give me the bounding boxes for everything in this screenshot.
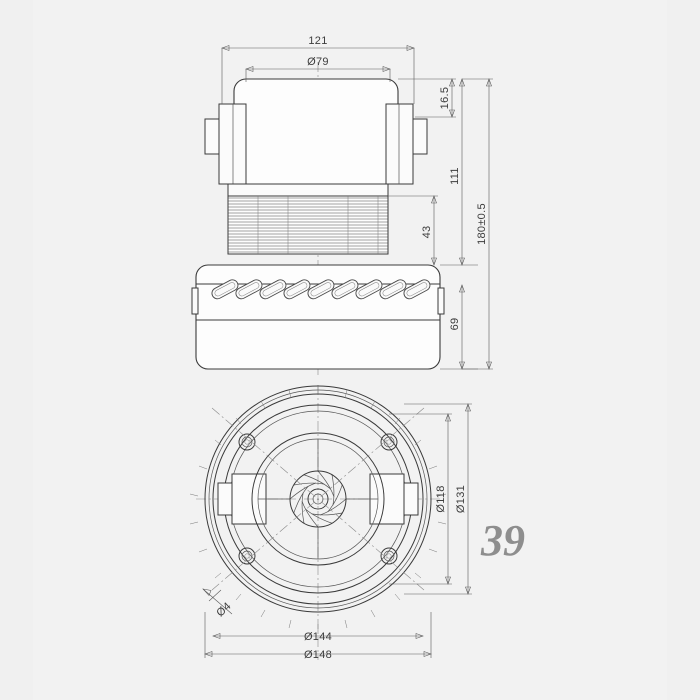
housing-right-lug bbox=[437, 287, 445, 315]
plan-right-tab bbox=[403, 482, 419, 516]
dimension-111: 111 bbox=[440, 78, 478, 266]
dim-label-d4: Ø4 bbox=[214, 600, 233, 619]
plan-right-lug bbox=[369, 473, 405, 525]
mounting-hole-br bbox=[380, 547, 398, 565]
right-bracket-tab bbox=[412, 118, 428, 155]
dim-label-d131: Ø131 bbox=[455, 485, 467, 513]
dimension-d144: Ø144 bbox=[212, 631, 424, 643]
impeller-outer-ring bbox=[251, 432, 385, 566]
dim-label-111: 111 bbox=[449, 167, 461, 185]
impeller-hub-inner bbox=[307, 488, 329, 510]
housing-left-lug bbox=[191, 287, 199, 315]
rim-knurl bbox=[189, 386, 447, 632]
stator-stack bbox=[227, 195, 389, 255]
dim-label-d148: Ø148 bbox=[304, 649, 332, 661]
dim-label-43: 43 bbox=[421, 226, 433, 239]
dimension-43: 43 bbox=[388, 195, 438, 266]
watermark-39: 39 bbox=[480, 516, 525, 565]
impeller-blades bbox=[258, 439, 378, 559]
dim-label-121: 121 bbox=[308, 35, 327, 47]
impeller-hub-outer bbox=[289, 470, 347, 528]
vent-slots bbox=[211, 279, 431, 300]
dim-label-180: 180±0.5 bbox=[476, 203, 488, 245]
mounting-hole-tr bbox=[380, 433, 398, 451]
mounting-holes bbox=[211, 407, 425, 591]
mounting-hole-tl bbox=[238, 433, 256, 451]
plan-left-tab bbox=[217, 482, 233, 516]
left-bracket bbox=[218, 103, 247, 185]
dimension-16-5: 16.5 bbox=[398, 78, 456, 118]
dim-label-16-5: 16.5 bbox=[439, 87, 451, 110]
dimension-121: 121 bbox=[221, 35, 415, 104]
dimension-d118: Ø118 bbox=[389, 413, 452, 585]
elevation-view bbox=[191, 78, 445, 370]
dimension-180: 180±0.5 bbox=[462, 78, 493, 370]
dimension-d79: Ø79 bbox=[245, 56, 391, 82]
fan-cover bbox=[233, 78, 399, 185]
left-bracket-tab bbox=[204, 118, 220, 155]
dimension-d4: Ø4 bbox=[202, 588, 234, 619]
dim-label-69: 69 bbox=[449, 318, 461, 331]
cover-base-plate bbox=[227, 183, 389, 197]
dim-label-d79: Ø79 bbox=[307, 56, 329, 68]
plan-view bbox=[189, 385, 447, 632]
right-bracket bbox=[385, 103, 414, 185]
dimension-d131: Ø131 bbox=[404, 403, 472, 595]
mounting-hole-bl bbox=[238, 547, 256, 565]
dim-label-d118: Ø118 bbox=[435, 485, 447, 512]
shaft-bore bbox=[312, 493, 324, 505]
dim-label-d144: Ø144 bbox=[304, 631, 332, 643]
dimension-d148: Ø148 bbox=[204, 612, 432, 661]
dimension-69: 69 bbox=[440, 284, 478, 370]
